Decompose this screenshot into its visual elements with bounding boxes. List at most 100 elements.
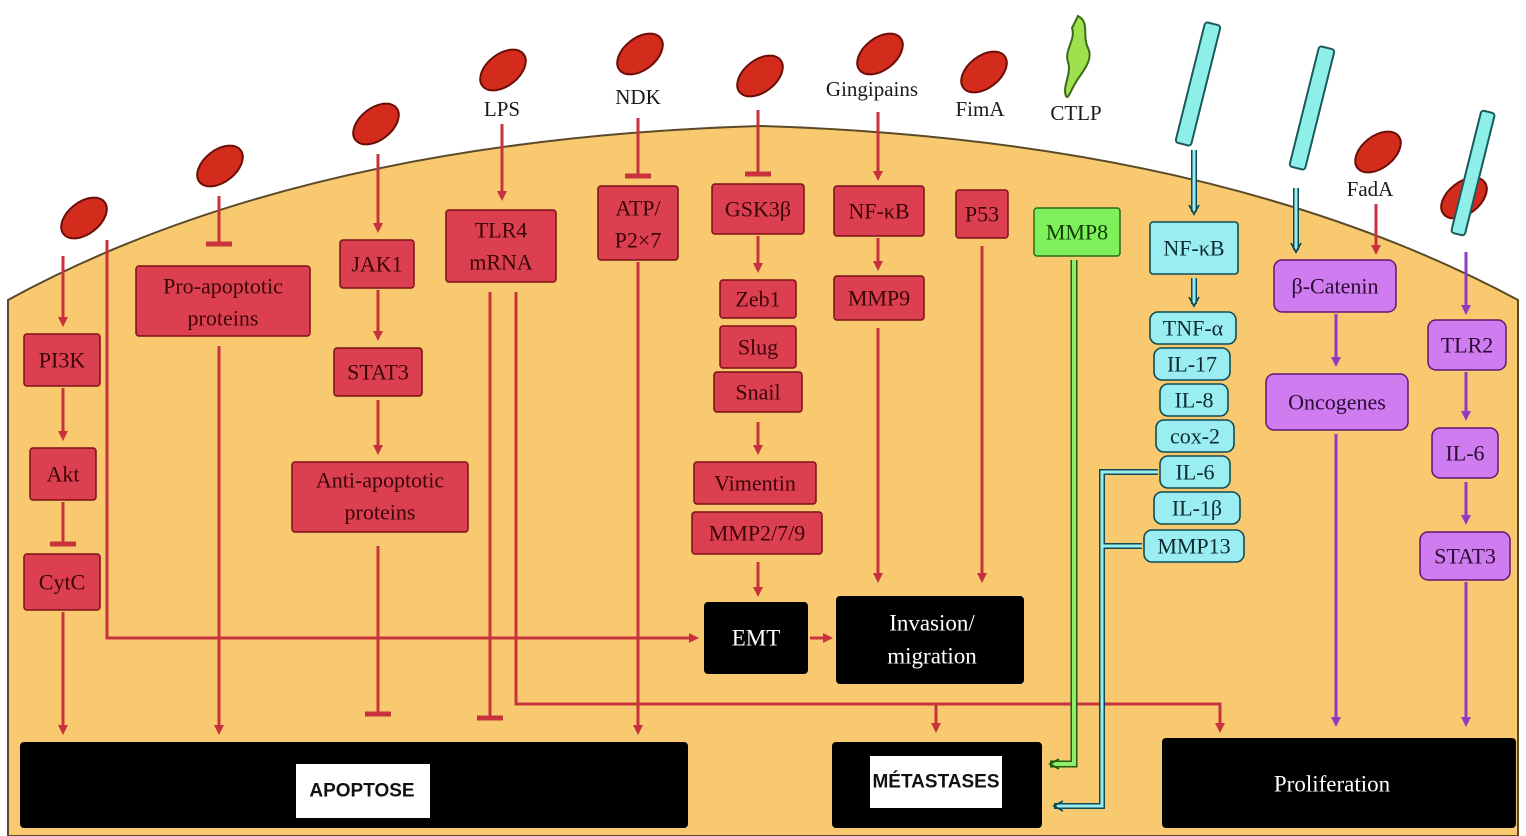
- node-mmp13: [1143, 529, 1245, 563]
- node-jak1: [339, 239, 415, 289]
- node-tlr2-label: TLR2: [1441, 333, 1494, 358]
- node-mmp279-label: MMP2/7/9: [709, 521, 806, 546]
- node-nfkb-cyan-label: NF-κB: [1163, 236, 1224, 261]
- node-akt: [29, 447, 97, 501]
- node-cytc-label: CytC: [39, 570, 85, 595]
- rod-bacteria-group: [1174, 21, 1496, 237]
- label-fada: FadA: [1347, 177, 1395, 201]
- cyan-connectors: [1052, 150, 1302, 812]
- node-il6-cyan-label: IL-6: [1175, 460, 1214, 485]
- node-pro-apoptotic: [135, 265, 311, 337]
- node-oncogenes-label: Oncogenes: [1288, 390, 1386, 415]
- node-p53-label: P53: [965, 202, 999, 227]
- outcome-invasion-label-1: Invasion/: [889, 611, 975, 636]
- bacterium-icon: [60, 196, 108, 240]
- metastases-label-bg: [870, 756, 1002, 808]
- node-snail-label: Snail: [735, 380, 780, 405]
- bacterium-icon: [196, 144, 244, 188]
- node-atp-p2x7: [597, 185, 679, 261]
- outcome-emt-label: EMT: [732, 626, 781, 651]
- node-il17-label: IL-17: [1167, 352, 1217, 377]
- bacterium-icon: [616, 32, 664, 76]
- node-il1b-label: IL-1β: [1172, 496, 1222, 521]
- node-mmp9: [833, 275, 925, 321]
- node-pro-apoptotic-label-1: Pro-apoptotic: [163, 274, 283, 299]
- node-tlr4-label-1: TLR4: [475, 218, 528, 243]
- red-connectors: [50, 110, 1381, 735]
- node-il6-purple: [1431, 427, 1499, 479]
- node-stat3-red-label: STAT3: [347, 360, 409, 385]
- node-nfkb-cyan: [1149, 221, 1239, 275]
- node-atp-label-1: ATP/: [615, 196, 661, 221]
- node-mmp279: [691, 511, 823, 555]
- node-vimentin: [693, 461, 817, 505]
- bacterium-icon: [736, 54, 784, 98]
- outcome-invasion: [836, 596, 1024, 684]
- node-il6-purple-label: IL-6: [1445, 441, 1484, 466]
- node-bcatenin-label: β-Catenin: [1292, 274, 1379, 299]
- node-il17: [1153, 347, 1231, 381]
- node-il8: [1159, 383, 1229, 417]
- node-pi3k-label: PI3K: [39, 348, 86, 373]
- node-akt-label: Akt: [47, 462, 80, 487]
- arrow: [514, 292, 1225, 733]
- node-atp-label-2: P2×7: [615, 228, 662, 253]
- rod-bacterium-icon: [1450, 109, 1496, 237]
- arrow: [105, 240, 699, 643]
- label-ndk: NDK: [615, 85, 661, 109]
- node-mmp8-label: MMP8: [1046, 220, 1108, 245]
- label-ctlp: CTLP: [1050, 101, 1101, 125]
- node-tlr4-label-2: mRNA: [469, 250, 533, 275]
- node-vimentin-label: Vimentin: [714, 471, 796, 496]
- outcome-metastases-label: MÉTASTASES: [872, 771, 999, 793]
- node-nfkb-red-label: NF-κB: [848, 199, 909, 224]
- outcome-proliferation-label: Proliferation: [1274, 772, 1391, 797]
- node-jak1-label: JAK1: [351, 252, 402, 277]
- node-slug: [719, 325, 797, 369]
- apoptose-label-bg: [296, 764, 430, 818]
- node-zeb1: [719, 279, 797, 319]
- purple-boxes: [1265, 259, 1511, 581]
- node-il8-label: IL-8: [1174, 388, 1213, 413]
- node-cytc: [23, 553, 101, 611]
- node-pro-apoptotic-label-2: proteins: [188, 306, 259, 331]
- node-anti-apoptotic-label-2: proteins: [345, 500, 416, 525]
- purple-connectors: [1331, 252, 1471, 727]
- cyan-boxes: [1143, 221, 1245, 563]
- node-tnfa-label: TNF-α: [1163, 316, 1224, 341]
- rod-bacterium-icon: [1288, 45, 1336, 171]
- node-snail: [713, 371, 803, 413]
- label-fima: FimA: [955, 97, 1005, 121]
- bacterium-icon: [1354, 130, 1402, 174]
- bacterium-icon: [856, 32, 904, 76]
- ctlp-bacterium-icon: [1064, 14, 1091, 98]
- node-il1b: [1153, 491, 1241, 525]
- node-il6-cyan: [1159, 455, 1231, 489]
- node-cox2-label: cox-2: [1170, 424, 1220, 449]
- outcome-apoptose-label: APOPTOSE: [309, 781, 414, 802]
- node-oncogenes: [1265, 373, 1409, 431]
- node-stat3-purple: [1419, 531, 1511, 581]
- bacterium-icon: [479, 48, 527, 92]
- rod-bacterium-icon: [1174, 21, 1222, 147]
- bacterium-icon: [960, 50, 1008, 94]
- node-pi3k: [23, 333, 101, 387]
- mmp8-arrow: [1048, 260, 1076, 770]
- node-anti-apoptotic-label-1: Anti-apoptotic: [316, 468, 445, 493]
- node-stat3-red: [333, 347, 423, 397]
- node-tlr4: [445, 209, 557, 283]
- bacterium-icon: [352, 102, 400, 146]
- node-tnfa: [1149, 311, 1237, 345]
- node-bcatenin: [1273, 259, 1397, 313]
- node-anti-apoptotic: [291, 461, 469, 533]
- node-slug-label: Slug: [738, 335, 778, 360]
- label-lps: LPS: [484, 97, 520, 121]
- node-mmp13-label: MMP13: [1157, 534, 1230, 559]
- red-boxes: [23, 183, 1009, 611]
- outcome-invasion-label-2: migration: [887, 644, 977, 669]
- outcome-proliferation: [1162, 738, 1516, 828]
- outcome-emt: [704, 602, 808, 674]
- label-gingipains: Gingipains: [826, 77, 918, 101]
- node-p53: [955, 189, 1009, 239]
